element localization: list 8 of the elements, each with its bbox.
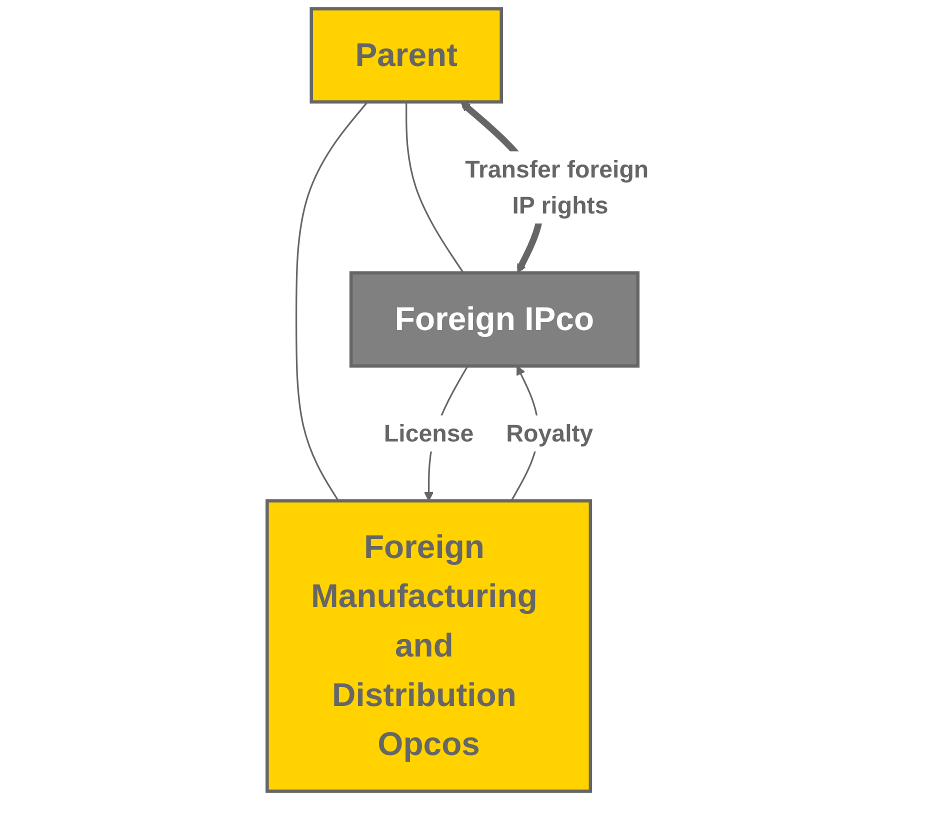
edge-label: Transfer foreign IP rights — [465, 156, 649, 220]
connector — [406, 102, 464, 274]
node-box: Foreign Manufacturing and Distribution Opcos — [266, 499, 592, 793]
edge-label: License — [384, 420, 474, 448]
edge-label: Royalty — [506, 420, 594, 448]
node-box: Parent — [310, 7, 503, 104]
connector — [295, 101, 368, 502]
node-box: Foreign IPco — [349, 271, 640, 368]
